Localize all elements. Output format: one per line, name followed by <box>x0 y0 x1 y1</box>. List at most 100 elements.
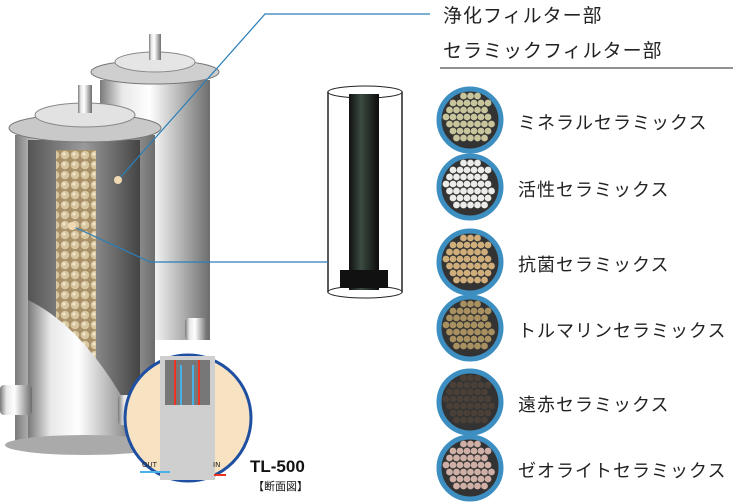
bead <box>460 454 467 462</box>
bead <box>467 173 474 181</box>
bead <box>474 262 481 270</box>
bead <box>467 106 474 114</box>
bead <box>449 321 457 329</box>
bead <box>470 381 478 389</box>
bead <box>456 241 464 249</box>
bead <box>456 409 464 417</box>
bead <box>474 159 481 167</box>
bead <box>453 388 460 396</box>
bead <box>474 234 481 242</box>
bead <box>488 328 495 336</box>
bead <box>460 248 467 256</box>
bead <box>470 475 478 483</box>
bead <box>463 447 471 455</box>
bead <box>474 416 481 424</box>
bead <box>484 447 492 455</box>
bead <box>467 482 474 490</box>
bead <box>477 269 485 277</box>
bead <box>460 262 467 270</box>
bead <box>470 307 478 315</box>
bead <box>460 314 467 322</box>
bead <box>481 388 488 396</box>
bead <box>477 180 485 188</box>
bead <box>463 461 471 469</box>
bead <box>453 173 460 181</box>
bead <box>446 173 453 181</box>
ceramic-filter-heading: セラミックフィルター部 <box>443 40 663 62</box>
bead <box>474 454 481 462</box>
bead <box>453 468 460 476</box>
bead <box>449 461 457 469</box>
bead <box>449 113 457 121</box>
bead <box>477 409 485 417</box>
bead <box>463 335 471 343</box>
bead <box>484 166 492 174</box>
bead <box>470 127 478 135</box>
bead <box>460 468 467 476</box>
bead <box>467 328 474 336</box>
bead <box>481 314 488 322</box>
bead <box>474 201 481 209</box>
bead <box>456 127 464 135</box>
model-caption: 【断面図】 <box>253 480 308 493</box>
bead <box>477 113 485 121</box>
bead <box>446 120 453 128</box>
bead <box>467 134 474 142</box>
bead <box>484 335 492 343</box>
bead <box>481 106 488 114</box>
bead <box>446 402 453 410</box>
bead <box>460 276 467 284</box>
bead <box>460 134 467 142</box>
model-name: TL-500 <box>250 457 305 476</box>
bead <box>477 321 485 329</box>
bead <box>449 166 457 174</box>
bead <box>484 113 492 121</box>
bead <box>477 255 485 263</box>
bead <box>449 241 457 249</box>
leader-lines <box>68 13 430 263</box>
bead <box>474 134 481 142</box>
bead <box>449 255 457 263</box>
bead <box>470 335 478 343</box>
ceramic-swatch <box>436 153 504 221</box>
bead <box>467 248 474 256</box>
bead <box>442 461 450 469</box>
bead <box>460 234 467 242</box>
bead <box>477 194 485 202</box>
bead <box>442 180 450 188</box>
bead <box>449 127 457 135</box>
bead <box>474 276 481 284</box>
bead <box>470 461 478 469</box>
bead <box>460 416 467 424</box>
bead <box>463 241 471 249</box>
bead <box>463 395 471 403</box>
bead <box>463 409 471 417</box>
bead <box>484 381 492 389</box>
bead <box>442 113 450 121</box>
bead <box>449 269 457 277</box>
bead <box>467 234 474 242</box>
bead <box>484 475 492 483</box>
bead <box>477 99 485 107</box>
bead <box>481 402 488 410</box>
bead <box>474 187 481 195</box>
bead <box>456 461 464 469</box>
bead <box>484 321 492 329</box>
bead <box>449 99 457 107</box>
bead <box>484 255 492 263</box>
bead <box>474 482 481 490</box>
bead <box>481 328 488 336</box>
bead <box>477 127 485 135</box>
bead <box>446 328 453 336</box>
bead <box>460 120 467 128</box>
bead <box>449 180 457 188</box>
bead <box>453 328 460 336</box>
bead <box>481 248 488 256</box>
bead <box>463 166 471 174</box>
bead <box>488 187 495 195</box>
bead <box>456 307 464 315</box>
bead <box>474 173 481 181</box>
bead <box>449 475 457 483</box>
ceramic-label-far-infrared: 遠赤セラミックス <box>518 395 670 416</box>
